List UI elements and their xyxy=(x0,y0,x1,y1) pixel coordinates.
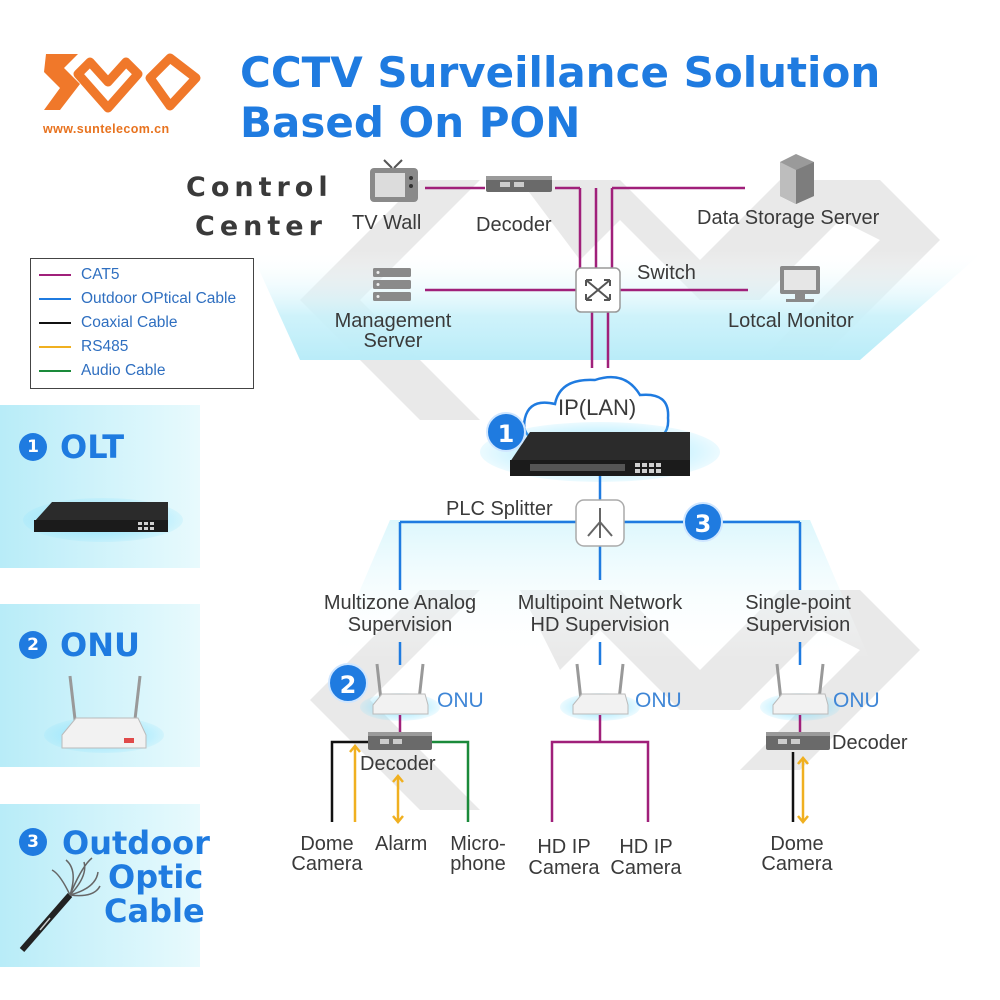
ip-lan-label: IP(LAN) xyxy=(558,395,637,420)
local-monitor-icon xyxy=(780,266,820,302)
legend-swatch-rs485 xyxy=(39,346,71,348)
legend-label-optical: Outdoor OPtical Cable xyxy=(81,290,237,307)
branch-c-wiring xyxy=(791,715,809,824)
hd-ip-camera-1-label-1: HD IP xyxy=(537,836,591,858)
management-server-label-1: Management xyxy=(334,310,452,332)
brand-url: www.suntelecom.cn xyxy=(43,122,170,136)
decoder-top-label: Decoder xyxy=(476,214,552,236)
control-center-label-2: Center xyxy=(195,211,327,242)
page-title-line2: Based On PON xyxy=(240,98,581,147)
sidebar-olt-title: OLT xyxy=(60,428,125,466)
legend-label-cat5: CAT5 xyxy=(81,266,120,283)
branch-b-title-1: Multipoint Network xyxy=(517,592,683,614)
cat5-lines xyxy=(425,186,748,368)
sidebar-cable-title-1: Outdoor xyxy=(62,824,210,862)
decoder-a-icon xyxy=(368,732,432,750)
onu-devices xyxy=(360,663,840,721)
branch-c-title-1: Single-point xyxy=(745,592,851,614)
management-server-label-2: Server xyxy=(363,330,423,352)
supervision-glow xyxy=(330,520,870,660)
branch-a-title-2: Supervision xyxy=(347,614,453,636)
tv-wall-label: TV Wall xyxy=(352,212,422,234)
tv-wall-icon xyxy=(370,159,418,202)
sidebar-onu-badge: 2 xyxy=(19,631,47,659)
local-monitor-label: Lotcal Monitor xyxy=(728,310,854,332)
decoder-top-icon xyxy=(486,176,552,192)
badge-onu: 2 xyxy=(328,663,368,703)
sidebar-olt-badge: 1 xyxy=(19,433,47,461)
dome-a-label-2: Camera xyxy=(291,853,363,875)
data-storage-icon xyxy=(780,154,814,204)
page-title-line1: CCTV Surveillance Solution xyxy=(240,48,881,97)
badge-olt: 1 xyxy=(486,412,526,452)
management-server-icon xyxy=(373,268,411,301)
branch-c-title-2: Supervision xyxy=(745,614,851,636)
sidebar-cable-badge: 3 xyxy=(19,828,47,856)
legend-label-rs485: RS485 xyxy=(81,338,129,355)
sidebar-onu-image xyxy=(44,675,164,753)
decoder-c-icon xyxy=(766,732,830,750)
onu-b-label: ONU xyxy=(635,689,682,712)
onu-c-label: ONU xyxy=(833,689,880,712)
sidebar-cable-title-3: Cable xyxy=(104,892,205,930)
sidebar-cable-title-2: Optic xyxy=(108,858,204,896)
decoder-c-label: Decoder xyxy=(832,732,908,754)
hd-ip-camera-2-label-2: Camera xyxy=(610,857,682,879)
legend-swatch-audio xyxy=(39,370,71,372)
sidebar-cable-image xyxy=(19,857,101,952)
badge-cable: 3 xyxy=(683,502,723,542)
brand-logo xyxy=(44,53,201,113)
switch-label: Switch xyxy=(637,262,696,284)
olt-device xyxy=(480,422,720,482)
branch-a-wiring xyxy=(330,715,470,824)
microphone-label-1: Micro- xyxy=(450,833,506,855)
legend-label-audio: Audio Cable xyxy=(81,362,166,379)
legend-swatch-cat5 xyxy=(39,274,71,276)
legend-swatch-optical xyxy=(39,298,71,300)
alarm-label: Alarm xyxy=(375,833,428,855)
decoder-a-label: Decoder xyxy=(360,753,436,775)
legend: CAT5 Outdoor OPtical Cable Coaxial Cable… xyxy=(30,258,254,389)
branch-a-title-1: Multizone Analog xyxy=(323,592,477,614)
plc-splitter-icon xyxy=(575,499,625,547)
hd-ip-camera-1-label-2: Camera xyxy=(528,857,600,879)
data-storage-label: Data Storage Server xyxy=(697,207,880,229)
switch-device xyxy=(575,267,621,313)
hd-ip-camera-2-label-1: HD IP xyxy=(619,836,673,858)
sidebar-olt-image xyxy=(23,498,183,542)
dome-c-label-1: Dome xyxy=(770,833,824,855)
branch-b-title-2: HD Supervision xyxy=(530,614,670,636)
plc-splitter-label: PLC Splitter xyxy=(446,498,553,520)
dome-a-label-1: Dome xyxy=(300,833,354,855)
sidebar-onu-title: ONU xyxy=(60,626,140,664)
branch-b-wiring xyxy=(550,715,650,822)
control-center-label-1: Control xyxy=(186,172,333,203)
microphone-label-2: phone xyxy=(450,853,506,875)
dome-c-label-2: Camera xyxy=(761,853,833,875)
legend-swatch-coax xyxy=(39,322,71,324)
legend-label-coax: Coaxial Cable xyxy=(81,314,178,331)
onu-a-label: ONU xyxy=(437,689,484,712)
